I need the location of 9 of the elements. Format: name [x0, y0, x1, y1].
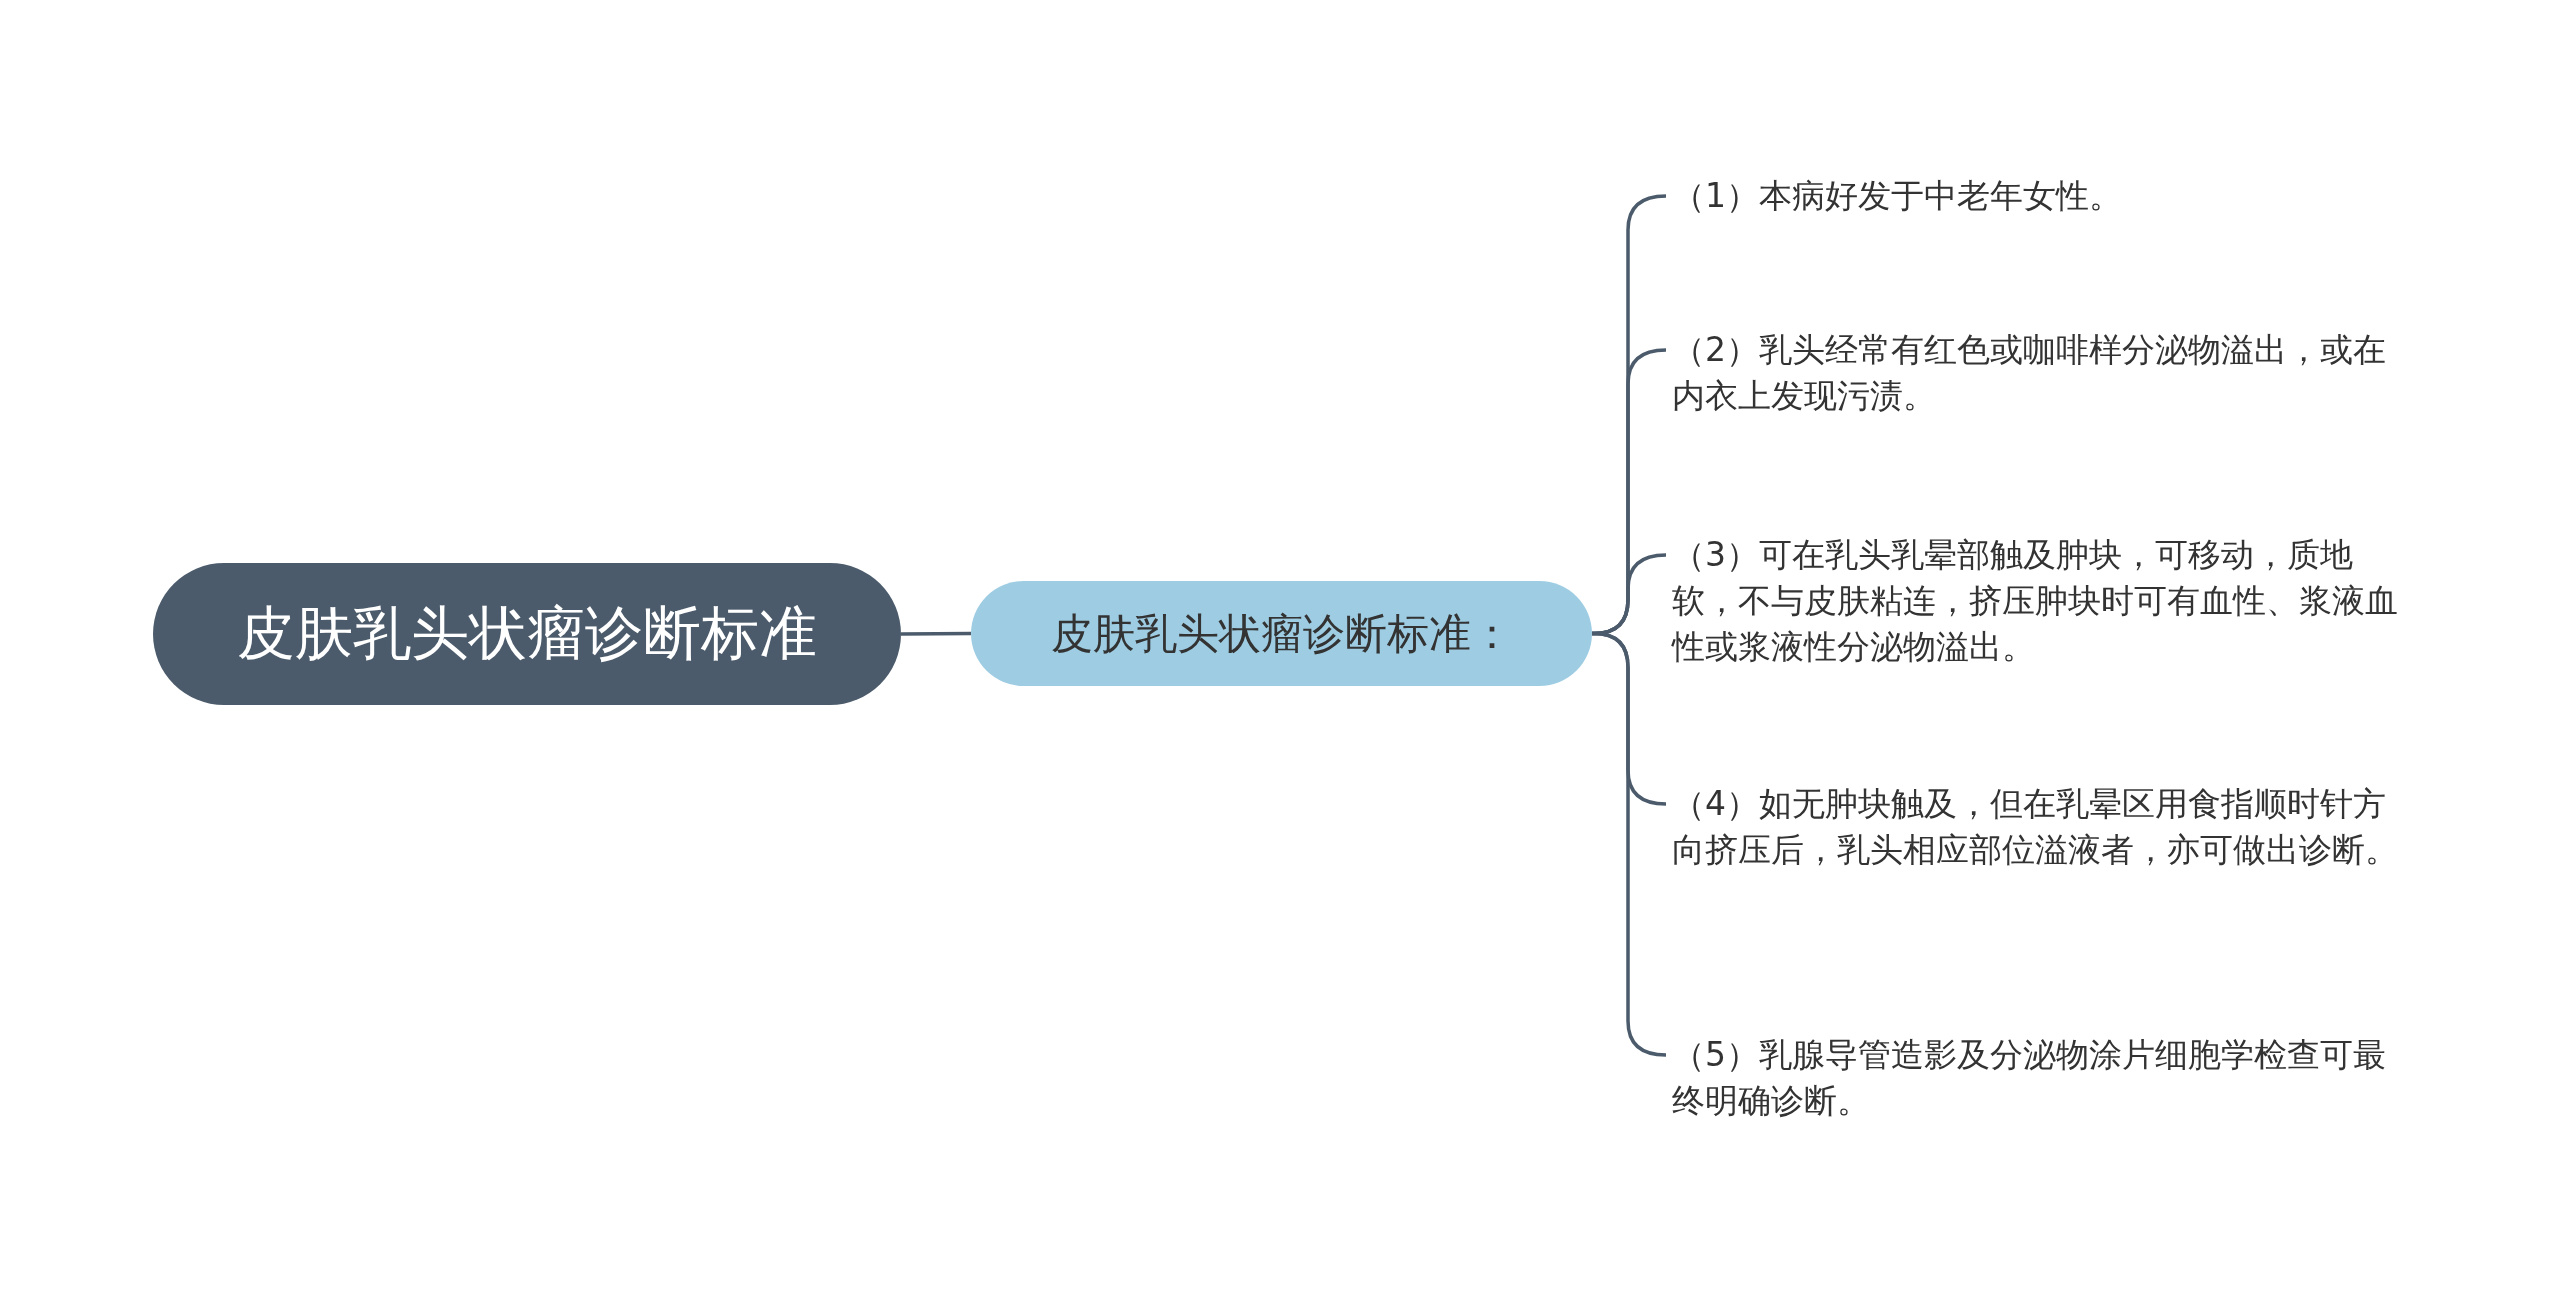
- leaf-text: （3）可在乳头乳晕部触及肿块，可移动，质地软，不与皮肤粘连，挤压肿块时可有血性、浆液血性或浆液性分泌物溢出。: [1672, 532, 2412, 670]
- root-topic: 皮肤乳头状瘤诊断标准: [153, 563, 901, 705]
- connector-line: [901, 631, 971, 636]
- subtopic-box: 皮肤乳头状瘤诊断标准：: [971, 581, 1592, 686]
- connector-line: [1591, 631, 1667, 1057]
- leaf-text: （1）本病好发于中老年女性。: [1672, 173, 2412, 219]
- leaf-text: （4）如无肿块触及，但在乳晕区用食指顺时针方向挤压后，乳头相应部位溢液者，亦可做出诊断。: [1672, 781, 2412, 873]
- leaf-text: （5）乳腺导管造影及分泌物涂片细胞学检查可最终明确诊断。: [1672, 1032, 2412, 1124]
- leaf-text: （2）乳头经常有红色或咖啡样分泌物溢出，或在内衣上发现污渍。: [1672, 327, 2412, 419]
